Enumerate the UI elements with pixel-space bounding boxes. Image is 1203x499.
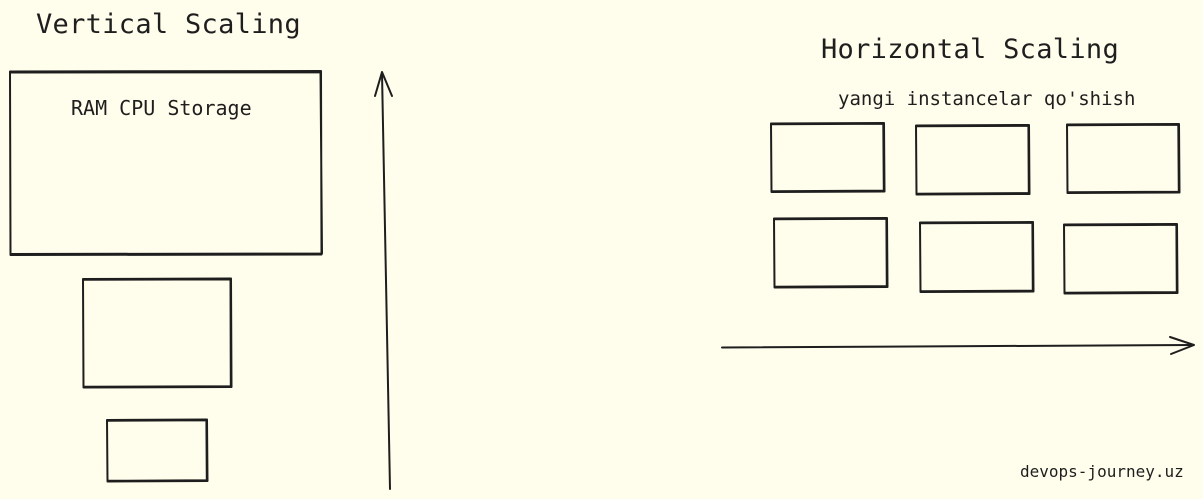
vertical-medium-server-box — [82, 277, 233, 389]
instance-box — [1063, 223, 1179, 295]
vertical-growth-arrow — [374, 71, 393, 490]
horizontal-arrow-shaft — [721, 344, 1194, 349]
instance-box — [915, 124, 1031, 196]
vertical-scaling-title: Vertical Scaling — [36, 9, 301, 40]
credit-text: devops-journey.uz — [1020, 462, 1184, 481]
vertical-scaling-boxes — [9, 70, 323, 483]
vertical-arrow-head — [374, 71, 393, 97]
instance-box — [919, 221, 1035, 293]
horizontal-arrow-head — [1169, 336, 1195, 355]
instance-box — [773, 217, 889, 289]
vertical-small-server-box — [106, 418, 209, 483]
vertical-arrow-shaft — [381, 72, 391, 490]
instance-box — [770, 122, 886, 193]
horizontal-scaling-boxes — [770, 122, 1181, 295]
instance-box — [1066, 123, 1181, 194]
large-box-resources-label: RAM CPU Storage — [71, 96, 252, 120]
horizontal-scaling-title: Horizontal Scaling — [821, 34, 1119, 65]
horizontal-scaling-subtitle: yangi instancelar qo'shish — [838, 88, 1136, 110]
vertical-large-server-box — [9, 70, 323, 256]
horizontal-growth-arrow — [721, 336, 1195, 355]
